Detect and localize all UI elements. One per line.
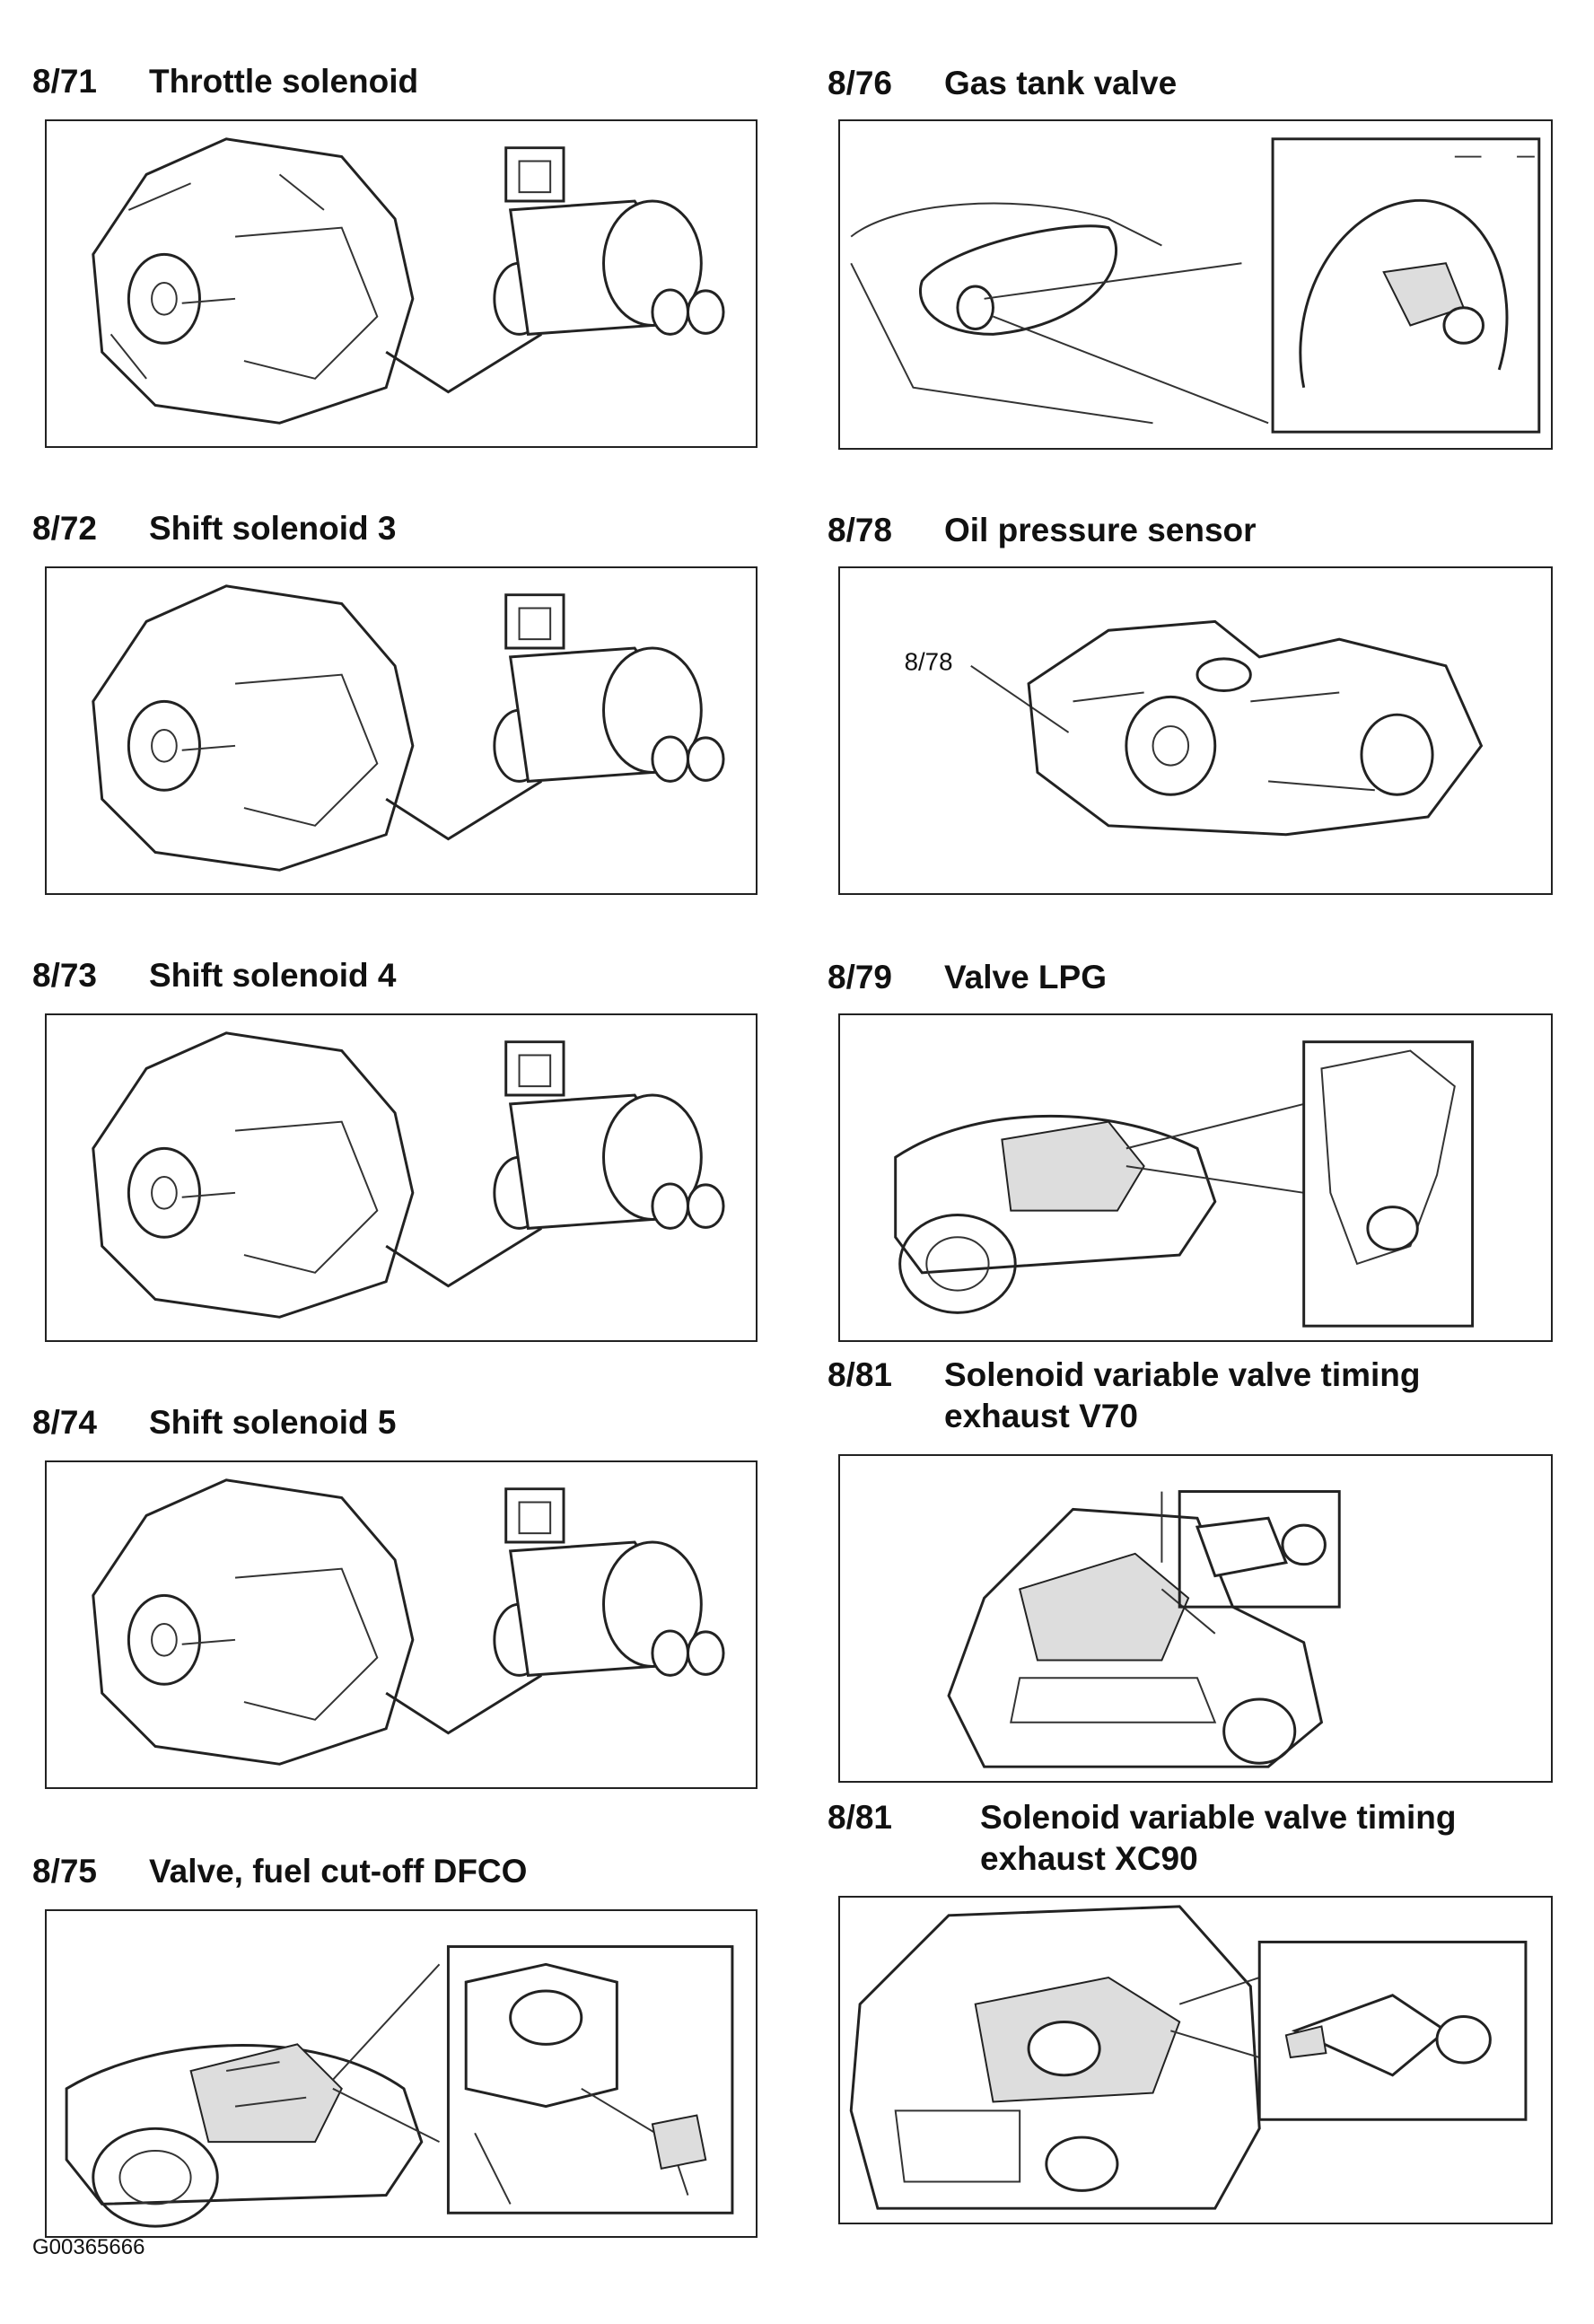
transmission-solenoid-drawing [92,1031,725,1319]
gearbox-drawing: 8/78 [905,619,1484,837]
transmission-solenoid-drawing [92,1478,725,1766]
illustration-valve-lpg [838,1013,1553,1342]
item-name: Valve, fuel cut-off DFCO [149,1853,528,1890]
fuel-tank-drawing [850,137,1541,434]
transmission-solenoid-drawing [92,584,725,872]
illustration-throttle-solenoid [45,119,758,448]
item-title-8-81-v70: 8/81 Solenoid variable valve timing exha… [828,1355,1563,1441]
car-front-drawing [849,1905,1528,2210]
item-number: 8/75 [32,1853,98,1890]
item-name: Gas tank valve [944,65,1178,101]
item-title-8-73: 8/73 Shift solenoid 4 [32,955,750,1000]
illustration-gas-tank-valve [838,119,1553,450]
illustration-shift-solenoid-4 [45,1013,758,1342]
illustration-fuel-cutoff-valve [45,1909,758,2238]
item-number: 8/71 [32,63,98,100]
car-engine-bay-drawing [65,1945,734,2228]
illustration-oil-pressure-sensor: 8/78 [838,566,1553,895]
car-engine-bay-drawing [894,1040,1475,1328]
item-title-8-72: 8/72 Shift solenoid 3 [32,508,750,553]
item-number: 8/81 [828,1356,893,1393]
item-title-8-75: 8/75 Valve, fuel cut-off DFCO [32,1851,750,1896]
item-title-8-76: 8/76 Gas tank valve [828,63,1563,108]
item-number: 8/81 [828,1799,893,1836]
item-title-8-71: 8/71 Throttle solenoid [32,61,750,106]
item-name: Shift solenoid 5 [149,1404,397,1441]
item-number: 8/72 [32,510,98,547]
illustration-vvt-solenoid-xc90 [838,1896,1553,2224]
item-number: 8/79 [828,959,893,995]
item-number: 8/74 [32,1404,98,1441]
item-title-8-79: 8/79 Valve LPG [828,957,1563,1002]
illustration-shift-solenoid-3 [45,566,758,895]
item-name: Valve LPG [944,959,1107,995]
item-number: 8/73 [32,957,98,994]
item-name: Shift solenoid 3 [149,510,397,547]
item-title-8-81-xc90: 8/81 Solenoid variable valve timing exha… [828,1797,1563,1883]
callout-label: 8/78 [905,648,953,676]
item-title-8-78: 8/78 Oil pressure sensor [828,510,1563,555]
illustration-vvt-solenoid-v70 [838,1454,1553,1783]
item-name: Throttle solenoid [149,63,419,100]
item-name: Solenoid variable valve timing exhaust X… [980,1799,1457,1877]
item-name: Oil pressure sensor [944,512,1257,548]
transmission-solenoid-drawing [92,137,725,425]
illustration-shift-solenoid-5 [45,1460,758,1789]
item-title-8-74: 8/74 Shift solenoid 5 [32,1402,750,1447]
item-number: 8/76 [828,65,893,101]
item-name: Solenoid variable valve timing exhaust V… [944,1356,1421,1434]
document-code: G00365666 [32,2235,145,2259]
car-front-drawing [947,1490,1341,1768]
item-name: Shift solenoid 4 [149,957,397,994]
item-number: 8/78 [828,512,893,548]
